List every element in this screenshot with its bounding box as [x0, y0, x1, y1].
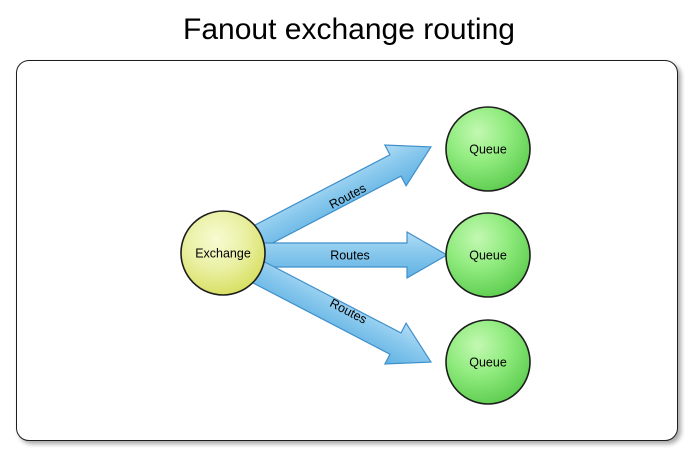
queue-middle-circle — [445, 212, 531, 298]
edge-exchange-to-queue-middle[interactable]: Routes — [251, 231, 448, 279]
node-exchange[interactable]: Exchange — [180, 210, 266, 296]
page-title: Fanout exchange routing — [183, 13, 515, 46]
node-queue-top[interactable]: Queue — [445, 106, 531, 192]
queue-middle-label: Queue — [469, 248, 507, 262]
node-queue-bottom[interactable]: Queue — [445, 319, 531, 405]
queue-bottom-circle — [445, 319, 531, 405]
exchange-circle — [180, 210, 266, 296]
exchange-label: Exchange — [195, 246, 251, 260]
edge-label-middle: Routes — [330, 248, 370, 262]
node-queue-middle[interactable]: Queue — [445, 212, 531, 298]
queue-top-label: Queue — [469, 142, 507, 156]
queue-top-circle — [445, 106, 531, 192]
queue-bottom-label: Queue — [469, 355, 507, 369]
